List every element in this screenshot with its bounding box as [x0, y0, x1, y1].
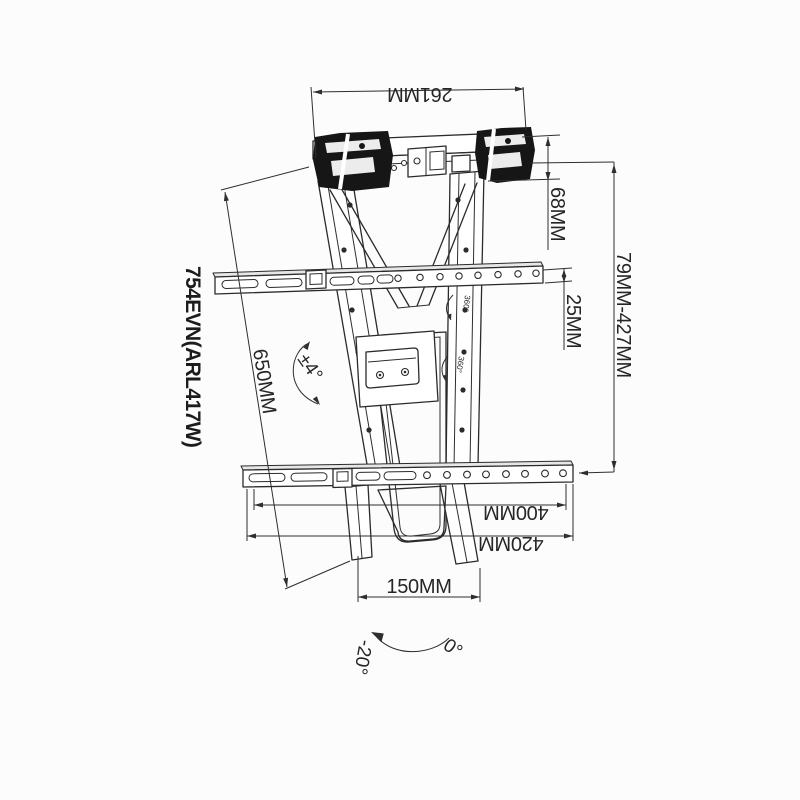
- dim-rail-height: 25MM: [542, 267, 584, 350]
- dim-bracket-height: 68MM: [487, 134, 568, 250]
- dim-420mm-label: 420MM: [478, 532, 543, 554]
- left-clamp-bracket: [313, 131, 393, 191]
- dim-top-width: 261MM: [310, 83, 527, 159]
- rotation-360-lower-label: 360°: [454, 356, 466, 374]
- wall-plate-center-bracket: [390, 145, 471, 178]
- dim-hole-spacing: 400MM: [253, 484, 567, 523]
- upper-tv-rail: [212, 261, 544, 295]
- rotation-annotation-upper: 360°: [446, 294, 472, 321]
- dim-79-427mm-label: 79MM-427MM: [612, 252, 634, 378]
- dim-261mm-label: 261MM: [387, 83, 452, 105]
- dim-extension-range: 79MM-427MM: [529, 161, 634, 476]
- right-clamp-bracket: [475, 127, 535, 183]
- lower-tv-rail: [240, 460, 574, 489]
- dim-bottom-width: 150MM: [357, 556, 481, 602]
- lower-rail-clip: [332, 467, 353, 489]
- dim-400mm-label: 400MM: [483, 501, 548, 523]
- dim-68mm-label: 68MM: [546, 187, 568, 241]
- dim-rail-width: 420MM: [246, 484, 574, 554]
- column-window: [372, 331, 447, 543]
- dim-25mm-label: 25MM: [562, 294, 584, 348]
- rotation-360-upper-label: 360°: [461, 295, 472, 313]
- rotation-annotation-lower: 360°: [441, 356, 466, 382]
- dim-150mm-label: 150MM: [386, 576, 451, 598]
- model-number-label: 754EVN(ARL417W): [181, 266, 204, 447]
- center-plate-assembly: [355, 330, 439, 408]
- upper-rail-clip: [305, 269, 327, 290]
